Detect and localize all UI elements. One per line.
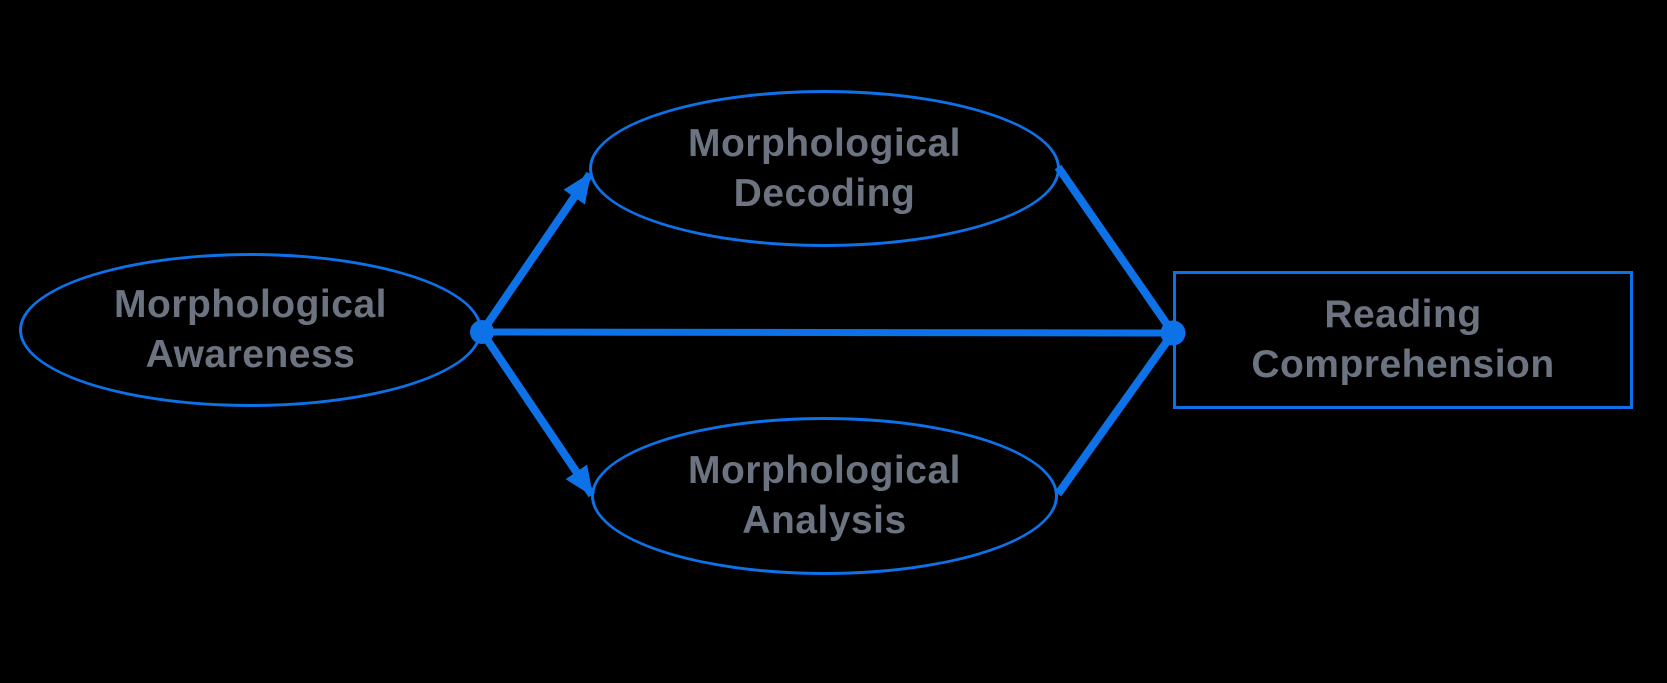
node-morphological-awareness: Morphological Awareness — [19, 253, 482, 407]
node-morphological-analysis-label: Morphological Analysis — [688, 449, 961, 542]
edge-awareness-to-analysis — [478, 329, 596, 498]
node-reading-comprehension-label: Reading Comprehension — [1251, 293, 1555, 386]
edge-awareness-to-decoding — [478, 171, 594, 335]
node-morphological-awareness-label: Morphological Awareness — [114, 283, 387, 376]
edge-analysis-to-outcome — [1054, 330, 1177, 497]
node-reading-comprehension: Reading Comprehension — [1173, 271, 1633, 409]
node-morphological-decoding-label: Morphological Decoding — [688, 121, 961, 215]
node-morphological-analysis: Morphological Analysis — [591, 417, 1058, 575]
node-morphological-decoding: Morphological Decoding — [589, 90, 1060, 247]
edge-decoding-to-outcome — [1054, 164, 1177, 336]
edge-awareness-to-outcome — [481, 328, 1174, 337]
